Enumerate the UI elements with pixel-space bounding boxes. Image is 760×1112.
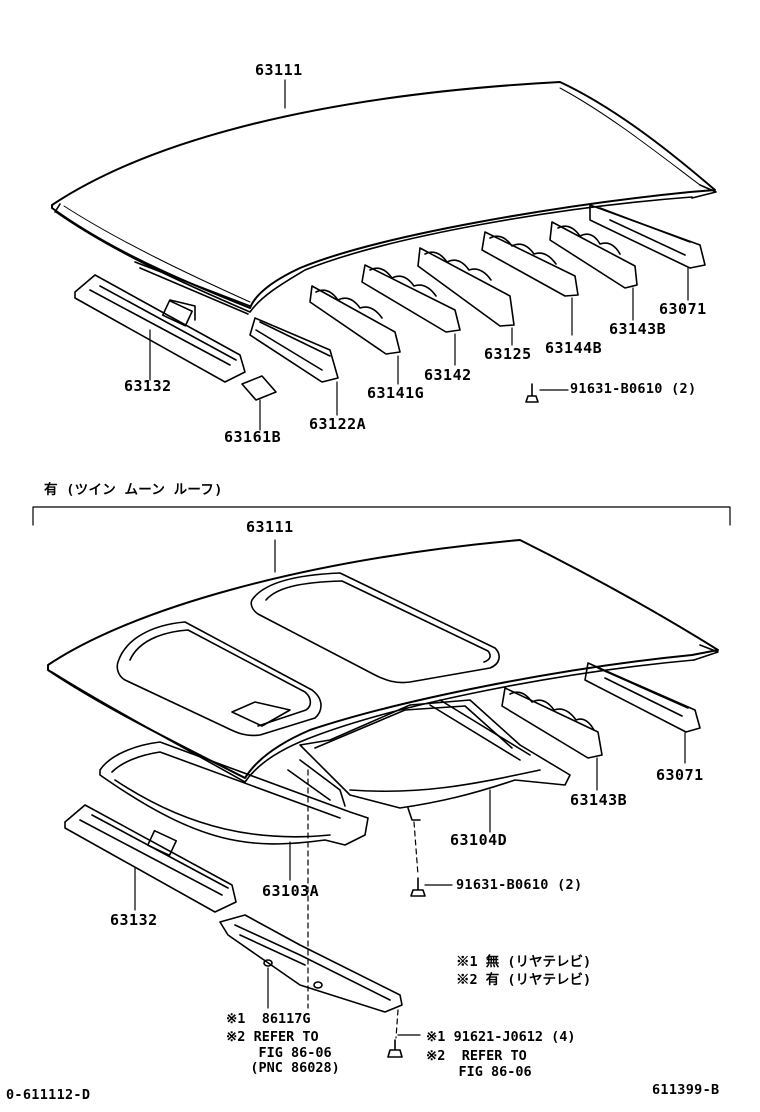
label-63111-bottom: 63111 (246, 518, 294, 536)
screw-note-line-2: ※2 REFER TO (426, 1048, 527, 1064)
bottom-screw (388, 1040, 402, 1057)
top-bolt (526, 384, 538, 402)
section-header: 有 (ツイン ムーン ルーフ) (44, 482, 223, 498)
bracket-note-line-4: (PNC 86028) (226, 1060, 340, 1076)
legend-line-2: ※2 有 (リヤテレビ) (456, 972, 592, 988)
label-63071-top: 63071 (659, 300, 707, 318)
label-63143b-top: 63143B (609, 320, 667, 338)
label-63132-bottom: 63132 (110, 911, 158, 929)
top-front-panel (75, 275, 245, 382)
top-leader-lines (150, 80, 688, 430)
label-63144b-top: 63144B (545, 339, 603, 357)
dashed-guide-lines (308, 770, 418, 1038)
label-63104d: 63104D (450, 831, 508, 849)
bracket-note-line-2: ※2 REFER TO (226, 1029, 319, 1045)
bracket-note-line-1: ※1 86117G (226, 1011, 311, 1027)
sunroof-opening-rear (251, 573, 499, 683)
bottom-front-panel (65, 805, 236, 912)
bracket-note-line-3: FIG 86-06 (226, 1045, 332, 1061)
screw-note-line-1: ※1 91621-J0612 (4) (426, 1029, 576, 1045)
label-bolt-bottom: 91631-B0610 (2) (456, 877, 583, 893)
label-63143b-bottom: 63143B (570, 791, 628, 809)
bottom-rails (502, 663, 700, 758)
label-63122a-top: 63122A (309, 415, 367, 433)
label-63125-top: 63125 (484, 345, 532, 363)
label-63132-top: 63132 (124, 377, 172, 395)
label-63111-top: 63111 (255, 61, 303, 79)
bottom-roof-panel (48, 540, 718, 782)
bottom-frame-63103a (100, 742, 368, 845)
bottom-frame-63104d (300, 700, 570, 820)
bottom-bolt-upper (411, 878, 425, 896)
bottom-leader-lines (135, 540, 685, 1035)
label-63103a: 63103A (262, 882, 320, 900)
rear-tv-bracket (220, 915, 402, 1012)
label-bolt-top: 91631-B0610 (2) (570, 381, 697, 397)
legend-line-1: ※1 無 (リヤテレビ) (456, 954, 592, 970)
footer-left-code: 0-611112-D (6, 1087, 91, 1103)
top-roof-rails (135, 205, 705, 382)
label-63141g-top: 63141G (367, 384, 425, 402)
label-63142-top: 63142 (424, 366, 472, 384)
label-63161b-top: 63161B (224, 428, 282, 446)
top-roof-panel (52, 82, 716, 312)
footer-right-code: 611399-B (652, 1082, 720, 1098)
top-pad (242, 376, 276, 400)
screw-note-line-3: FIG 86-06 (426, 1064, 532, 1080)
section-bracket (33, 507, 730, 525)
sunroof-opening-front (117, 622, 321, 735)
label-63071-bottom: 63071 (656, 766, 704, 784)
